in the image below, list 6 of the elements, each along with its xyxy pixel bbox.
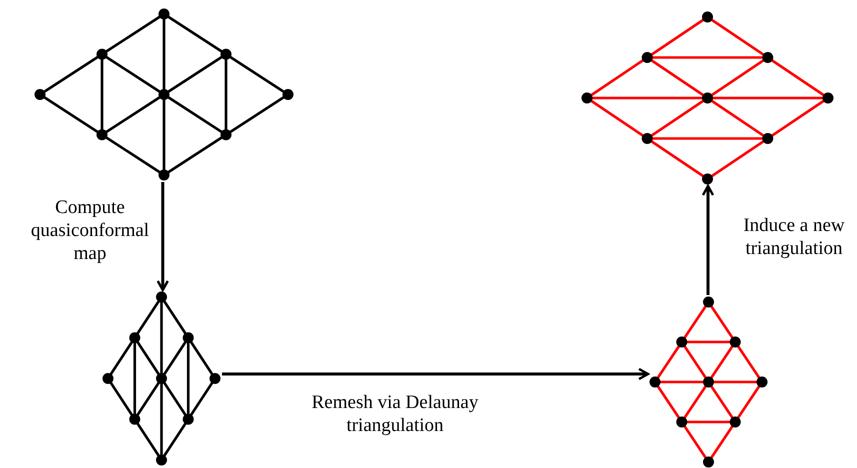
arrow — [222, 368, 650, 380]
edge-label: Remesh via Delaunay triangulation — [310, 391, 480, 437]
arrow — [156, 182, 169, 292]
edge-label: Induce a new triangulation — [742, 214, 846, 260]
arrow — [702, 184, 714, 295]
edge-label: Compute quasiconformal map — [30, 196, 150, 265]
